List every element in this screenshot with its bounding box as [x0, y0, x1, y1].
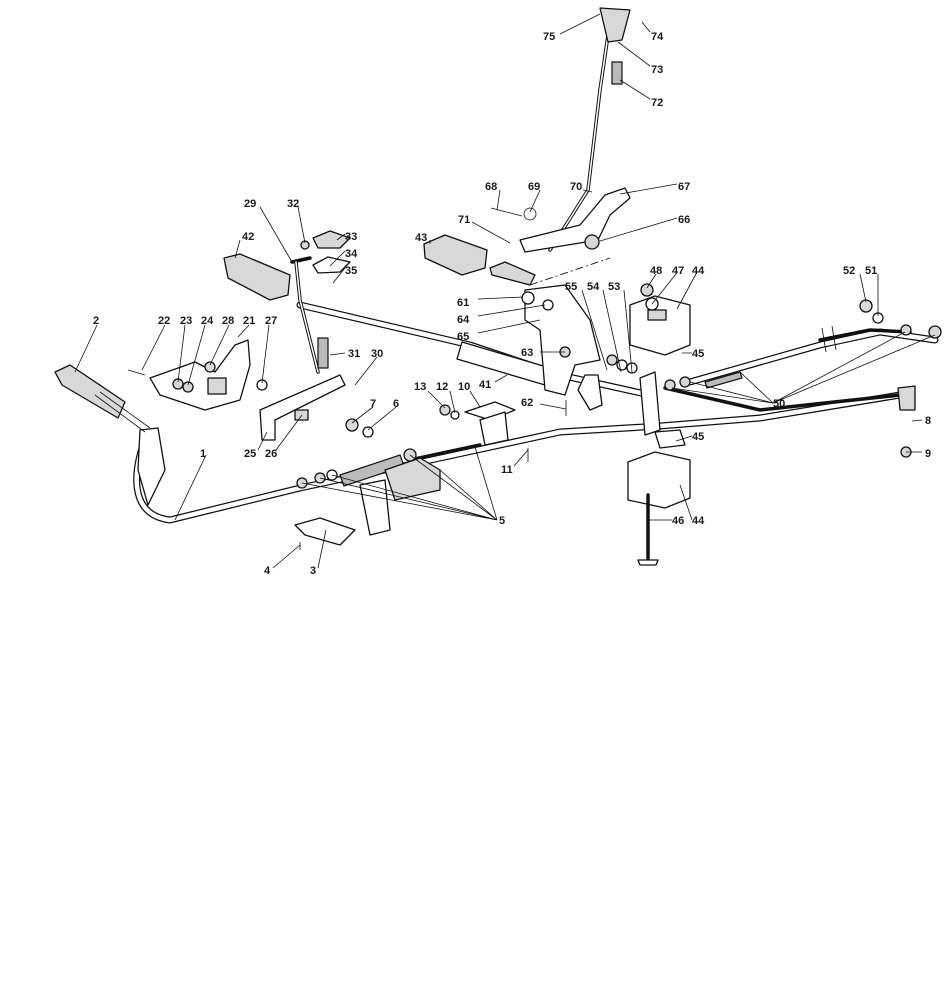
label-45-bottom: 45	[692, 431, 704, 443]
pedal-pad	[54, 364, 126, 419]
label-31: 31	[348, 348, 360, 360]
label-65: 67	[678, 181, 690, 193]
label-3: 3	[310, 565, 316, 577]
fasteners	[127, 240, 942, 550]
label-28: 28	[222, 315, 234, 327]
saddle-45	[654, 429, 686, 449]
part-block	[489, 261, 536, 286]
label-45-top: 45	[692, 348, 704, 360]
label-42: 42	[242, 231, 254, 243]
label-21: 21	[243, 315, 255, 327]
label-34: 34	[345, 248, 358, 260]
label-10: 10	[458, 381, 470, 393]
label-26: 26	[265, 448, 277, 460]
label-13: 13	[414, 381, 426, 393]
label-67: 69	[528, 181, 540, 193]
block-44-top	[629, 295, 691, 356]
part-labels: 75 74 73 72 70 67 68 69 71 66 43 32 29 3…	[93, 31, 931, 577]
label-73: 73	[651, 64, 663, 76]
label-44-bottom: 44	[692, 515, 705, 527]
rod-50b	[663, 386, 902, 412]
label-74: 74	[651, 31, 664, 43]
pad-43	[423, 234, 488, 276]
threaded-rod	[408, 443, 482, 462]
label-1: 1	[200, 448, 206, 460]
label-41: 41	[479, 379, 491, 391]
label-63: 63	[521, 347, 533, 359]
label-2: 2	[93, 315, 99, 327]
bushing-64	[584, 234, 600, 250]
label-66: 68	[485, 181, 497, 193]
label-25: 25	[244, 448, 256, 460]
label-50: 50	[773, 398, 785, 410]
label-68: 64	[457, 314, 470, 326]
label-52: 52	[843, 265, 855, 277]
label-30: 30	[371, 348, 383, 360]
label-23: 23	[180, 315, 192, 327]
label-29: 29	[244, 198, 256, 210]
label-33: 33	[345, 231, 357, 243]
label-32: 32	[287, 198, 299, 210]
label-51: 51	[865, 265, 877, 277]
label-54: 54	[587, 281, 600, 293]
block-44-bottom	[627, 451, 691, 509]
pedal-arm	[137, 427, 166, 506]
rod-50	[686, 328, 939, 386]
label-53: 53	[608, 281, 620, 293]
spring-72	[611, 61, 623, 85]
shaft-tube-41	[456, 341, 551, 386]
label-69: 65	[457, 331, 469, 343]
label-64: 66	[678, 214, 690, 226]
label-24: 24	[201, 315, 214, 327]
label-48: 48	[650, 265, 662, 277]
leader-lines	[74, 13, 936, 569]
label-5: 5	[499, 515, 505, 527]
bracket-65	[519, 187, 631, 253]
label-46: 46	[672, 515, 684, 527]
label-6: 6	[393, 398, 399, 410]
label-71: 71	[458, 214, 470, 226]
label-7: 7	[370, 398, 376, 410]
pedal-33	[312, 230, 351, 249]
plate-25	[259, 374, 346, 441]
bracket-21	[149, 339, 251, 411]
label-62: 62	[521, 397, 533, 409]
label-8: 8	[925, 415, 931, 427]
label-72: 72	[651, 97, 663, 109]
lever-55	[524, 284, 601, 396]
label-12: 12	[436, 381, 448, 393]
label-70: 70	[570, 181, 582, 193]
spring-31	[317, 337, 329, 369]
bracket-3	[294, 517, 356, 546]
label-44-top: 44	[692, 265, 705, 277]
label-35: 35	[345, 265, 357, 277]
knob-73	[599, 7, 631, 43]
label-22: 22	[158, 315, 170, 327]
label-43: 43	[415, 232, 427, 244]
label-11: 11	[501, 464, 513, 476]
label-47: 47	[672, 265, 684, 277]
bracket-10	[464, 401, 516, 421]
grip-42	[223, 253, 291, 301]
part-drawings	[54, 7, 942, 566]
label-4: 4	[264, 565, 271, 577]
post-bracket	[639, 371, 661, 436]
label-75: 75	[543, 31, 555, 43]
label-55: 55	[565, 281, 577, 293]
label-9: 9	[925, 448, 931, 460]
label-61: 61	[457, 297, 469, 309]
label-27: 27	[265, 315, 277, 327]
